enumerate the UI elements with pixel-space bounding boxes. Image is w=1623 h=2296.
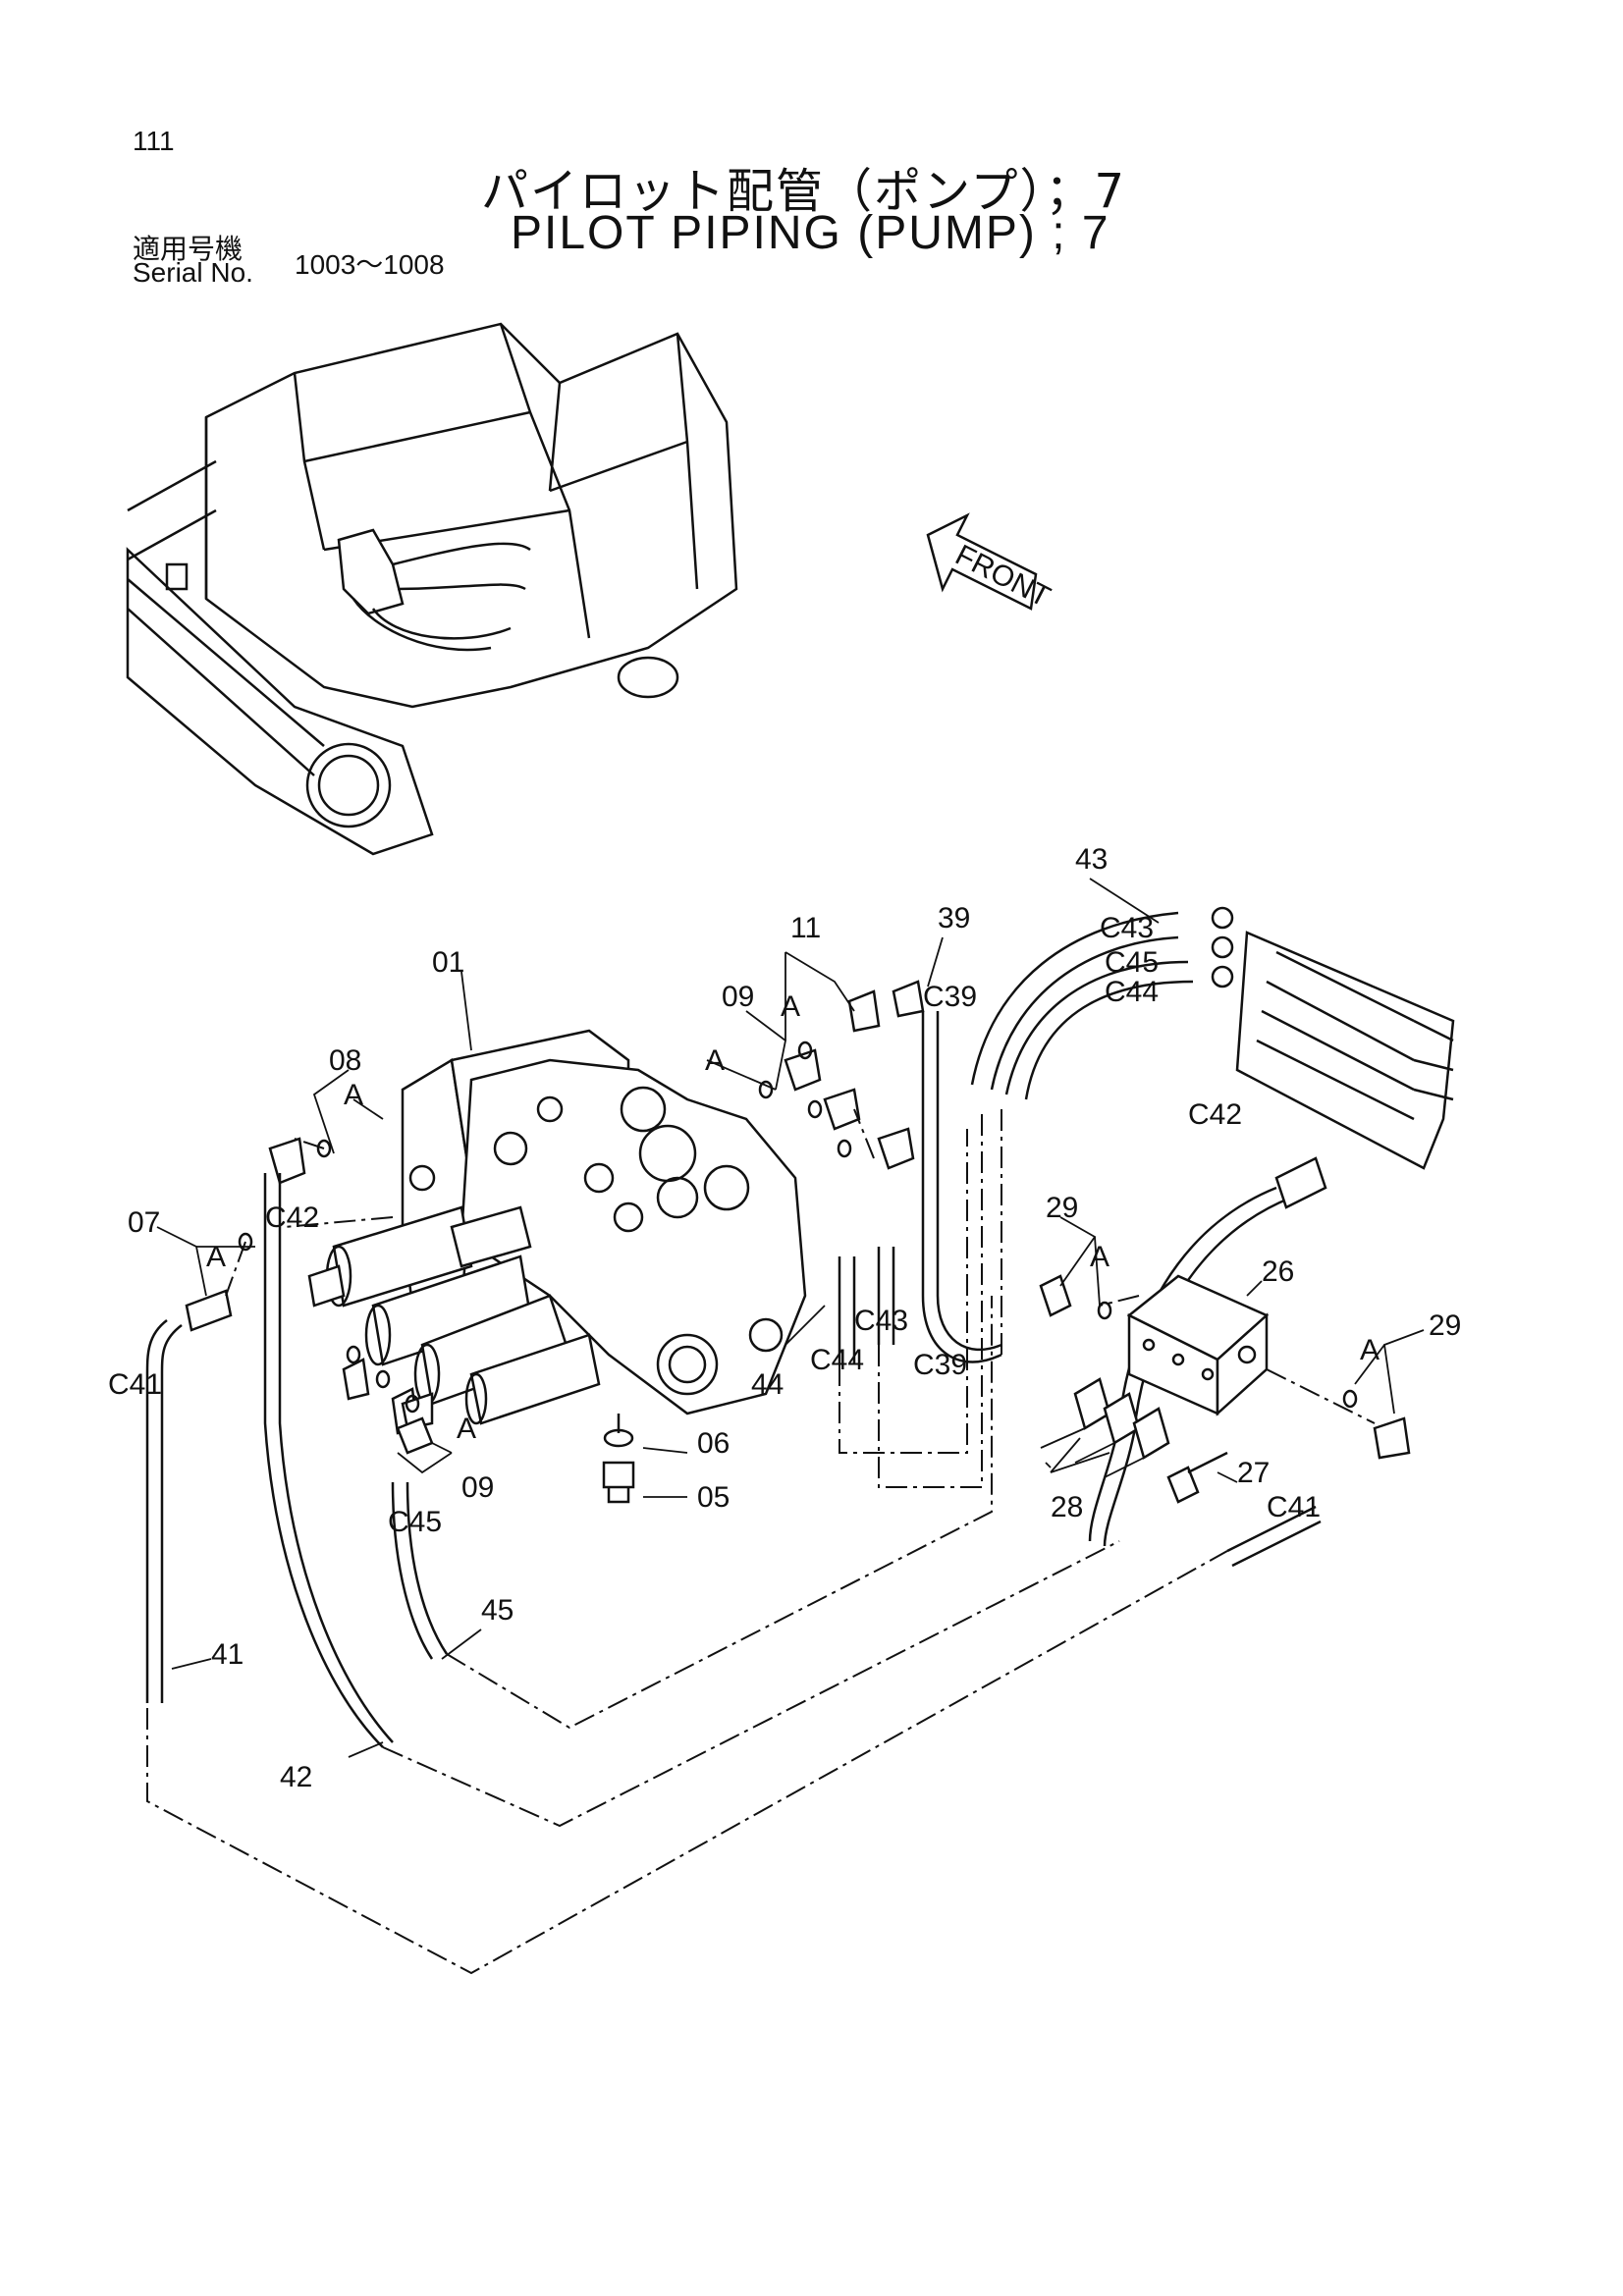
callout-29-right: 29: [1429, 1309, 1461, 1342]
connector-c39-lower: C39: [913, 1349, 967, 1381]
bracket-a-09-upper: A: [705, 1044, 725, 1077]
bracket-a-08: A: [344, 1079, 363, 1111]
connector-c42-right: C42: [1188, 1098, 1242, 1131]
callout-06: 06: [697, 1427, 730, 1460]
front-arrow: FRONT: [926, 512, 1055, 614]
connector-c42-left: C42: [265, 1201, 319, 1234]
page-number: 111: [133, 126, 175, 156]
serial-range: 1003～1008: [295, 249, 445, 280]
callout-08: 08: [329, 1044, 361, 1077]
callout-41: 41: [211, 1638, 243, 1671]
connector-c45-lower: C45: [388, 1506, 442, 1538]
connector-c41-left: C41: [108, 1368, 162, 1401]
manifold-block: [1126, 1274, 1270, 1416]
callout-44: 44: [751, 1368, 784, 1401]
callout-labels: 01 06 05 07 08 09 09 11 26 27 28 29 29 3…: [108, 843, 1461, 1793]
callout-11: 11: [790, 912, 821, 944]
pilot-valve-panel: [1211, 906, 1455, 1209]
connector-c44-upper: C44: [1105, 976, 1159, 1008]
pressure-switches: [1040, 1377, 1228, 1504]
callout-26: 26: [1262, 1255, 1294, 1288]
callout-45: 45: [481, 1594, 514, 1627]
bracket-a-29-left: A: [1090, 1241, 1109, 1273]
title-japanese: パイロット配管（ポンプ）；7: [481, 164, 1127, 219]
callout-29-left: 29: [1046, 1192, 1078, 1224]
bracket-a-09-lower: A: [457, 1413, 476, 1445]
hoses: [145, 911, 1322, 1748]
connection-outlines: [146, 1108, 1376, 1975]
callout-05: 05: [697, 1481, 730, 1514]
callout-09-lower: 09: [461, 1471, 494, 1504]
control-valve: [325, 1029, 807, 1425]
connector-c43-upper: C43: [1100, 912, 1154, 944]
bracket-a-29-right: A: [1360, 1334, 1380, 1366]
connector-c44-lower: C44: [810, 1344, 864, 1376]
serial-label-japanese: 適用号機: [133, 233, 243, 265]
callout-42: 42: [280, 1761, 312, 1793]
callout-07: 07: [128, 1206, 160, 1239]
callout-01: 01: [432, 946, 464, 979]
connector-c41-right: C41: [1267, 1491, 1321, 1523]
callout-43: 43: [1075, 843, 1108, 876]
connector-c45-upper: C45: [1105, 946, 1159, 979]
bracket-a-11: A: [781, 990, 800, 1023]
connector-c39-upper: C39: [923, 981, 977, 1013]
callout-09-upper: 09: [722, 981, 754, 1013]
bracket-a-07: A: [206, 1241, 226, 1273]
serial-label-english: Serial No.: [133, 257, 253, 288]
callout-27: 27: [1237, 1457, 1270, 1489]
fittings: [185, 980, 1411, 1460]
callout-28: 28: [1051, 1491, 1083, 1523]
callout-39: 39: [938, 902, 970, 934]
title-english: PILOT PIPING (PUMP) ; 7: [511, 207, 1110, 259]
connector-c43-lower: C43: [854, 1305, 908, 1337]
machine-overview: [126, 322, 738, 856]
leader-lines: [156, 878, 1425, 1758]
bolt-and-washer: [602, 1414, 635, 1504]
